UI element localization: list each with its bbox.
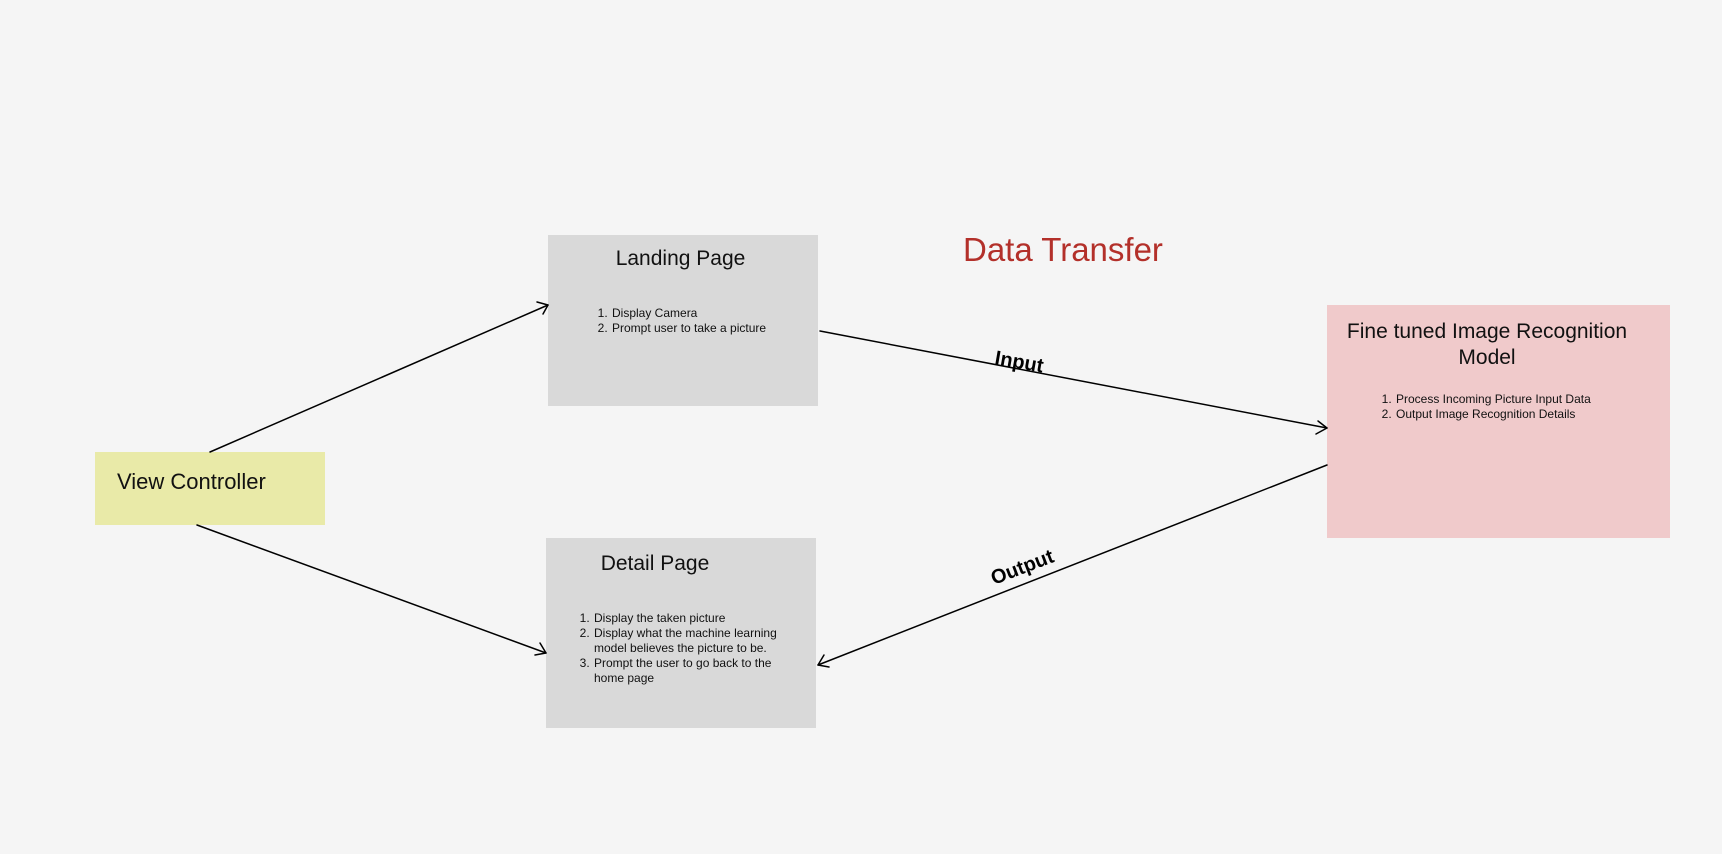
list-item: Output Image Recognition Details [1395, 407, 1685, 422]
detail-page-node: Detail Page Display the taken picture Di… [546, 538, 816, 728]
detail-page-list: Display the taken picture Display what t… [574, 611, 803, 686]
arrow-landing-to-model [819, 330, 1328, 429]
list-item: Prompt user to take a picture [611, 321, 831, 336]
output-edge-label: Output [988, 546, 1057, 590]
list-item: Prompt the user to go back to the home p… [593, 656, 803, 686]
list-item: Display the taken picture [593, 611, 803, 626]
input-edge-label: Input [993, 347, 1045, 377]
arrowhead-vc-to-landing [536, 301, 549, 315]
detail-page-title: Detail Page [600, 552, 710, 575]
diagram-heading: Data Transfer [963, 231, 1163, 268]
model-title: Fine tuned Image Recognition Model [1346, 320, 1628, 369]
landing-page-node: Landing Page Display Camera Prompt user … [548, 235, 818, 406]
view-controller-title: View Controller [117, 469, 266, 494]
arrowhead-landing-to-model [1315, 420, 1328, 435]
arrow-vc-to-detail [196, 524, 547, 654]
image-recognition-model-node: Fine tuned Image Recognition Model Proce… [1327, 305, 1670, 538]
model-list: Process Incoming Picture Input Data Outp… [1376, 392, 1685, 422]
landing-page-title: Landing Page [615, 247, 746, 270]
view-controller-node: View Controller [95, 452, 325, 525]
arrowhead-model-to-detail [817, 654, 830, 668]
arrow-model-to-detail [817, 464, 1328, 666]
arrow-vc-to-landing [209, 304, 549, 453]
landing-page-list: Display Camera Prompt user to take a pic… [592, 306, 831, 336]
list-item: Display what the machine learning model … [593, 626, 803, 656]
list-item: Process Incoming Picture Input Data [1395, 392, 1685, 407]
arrowhead-vc-to-detail [534, 642, 547, 656]
list-item: Display Camera [611, 306, 831, 321]
